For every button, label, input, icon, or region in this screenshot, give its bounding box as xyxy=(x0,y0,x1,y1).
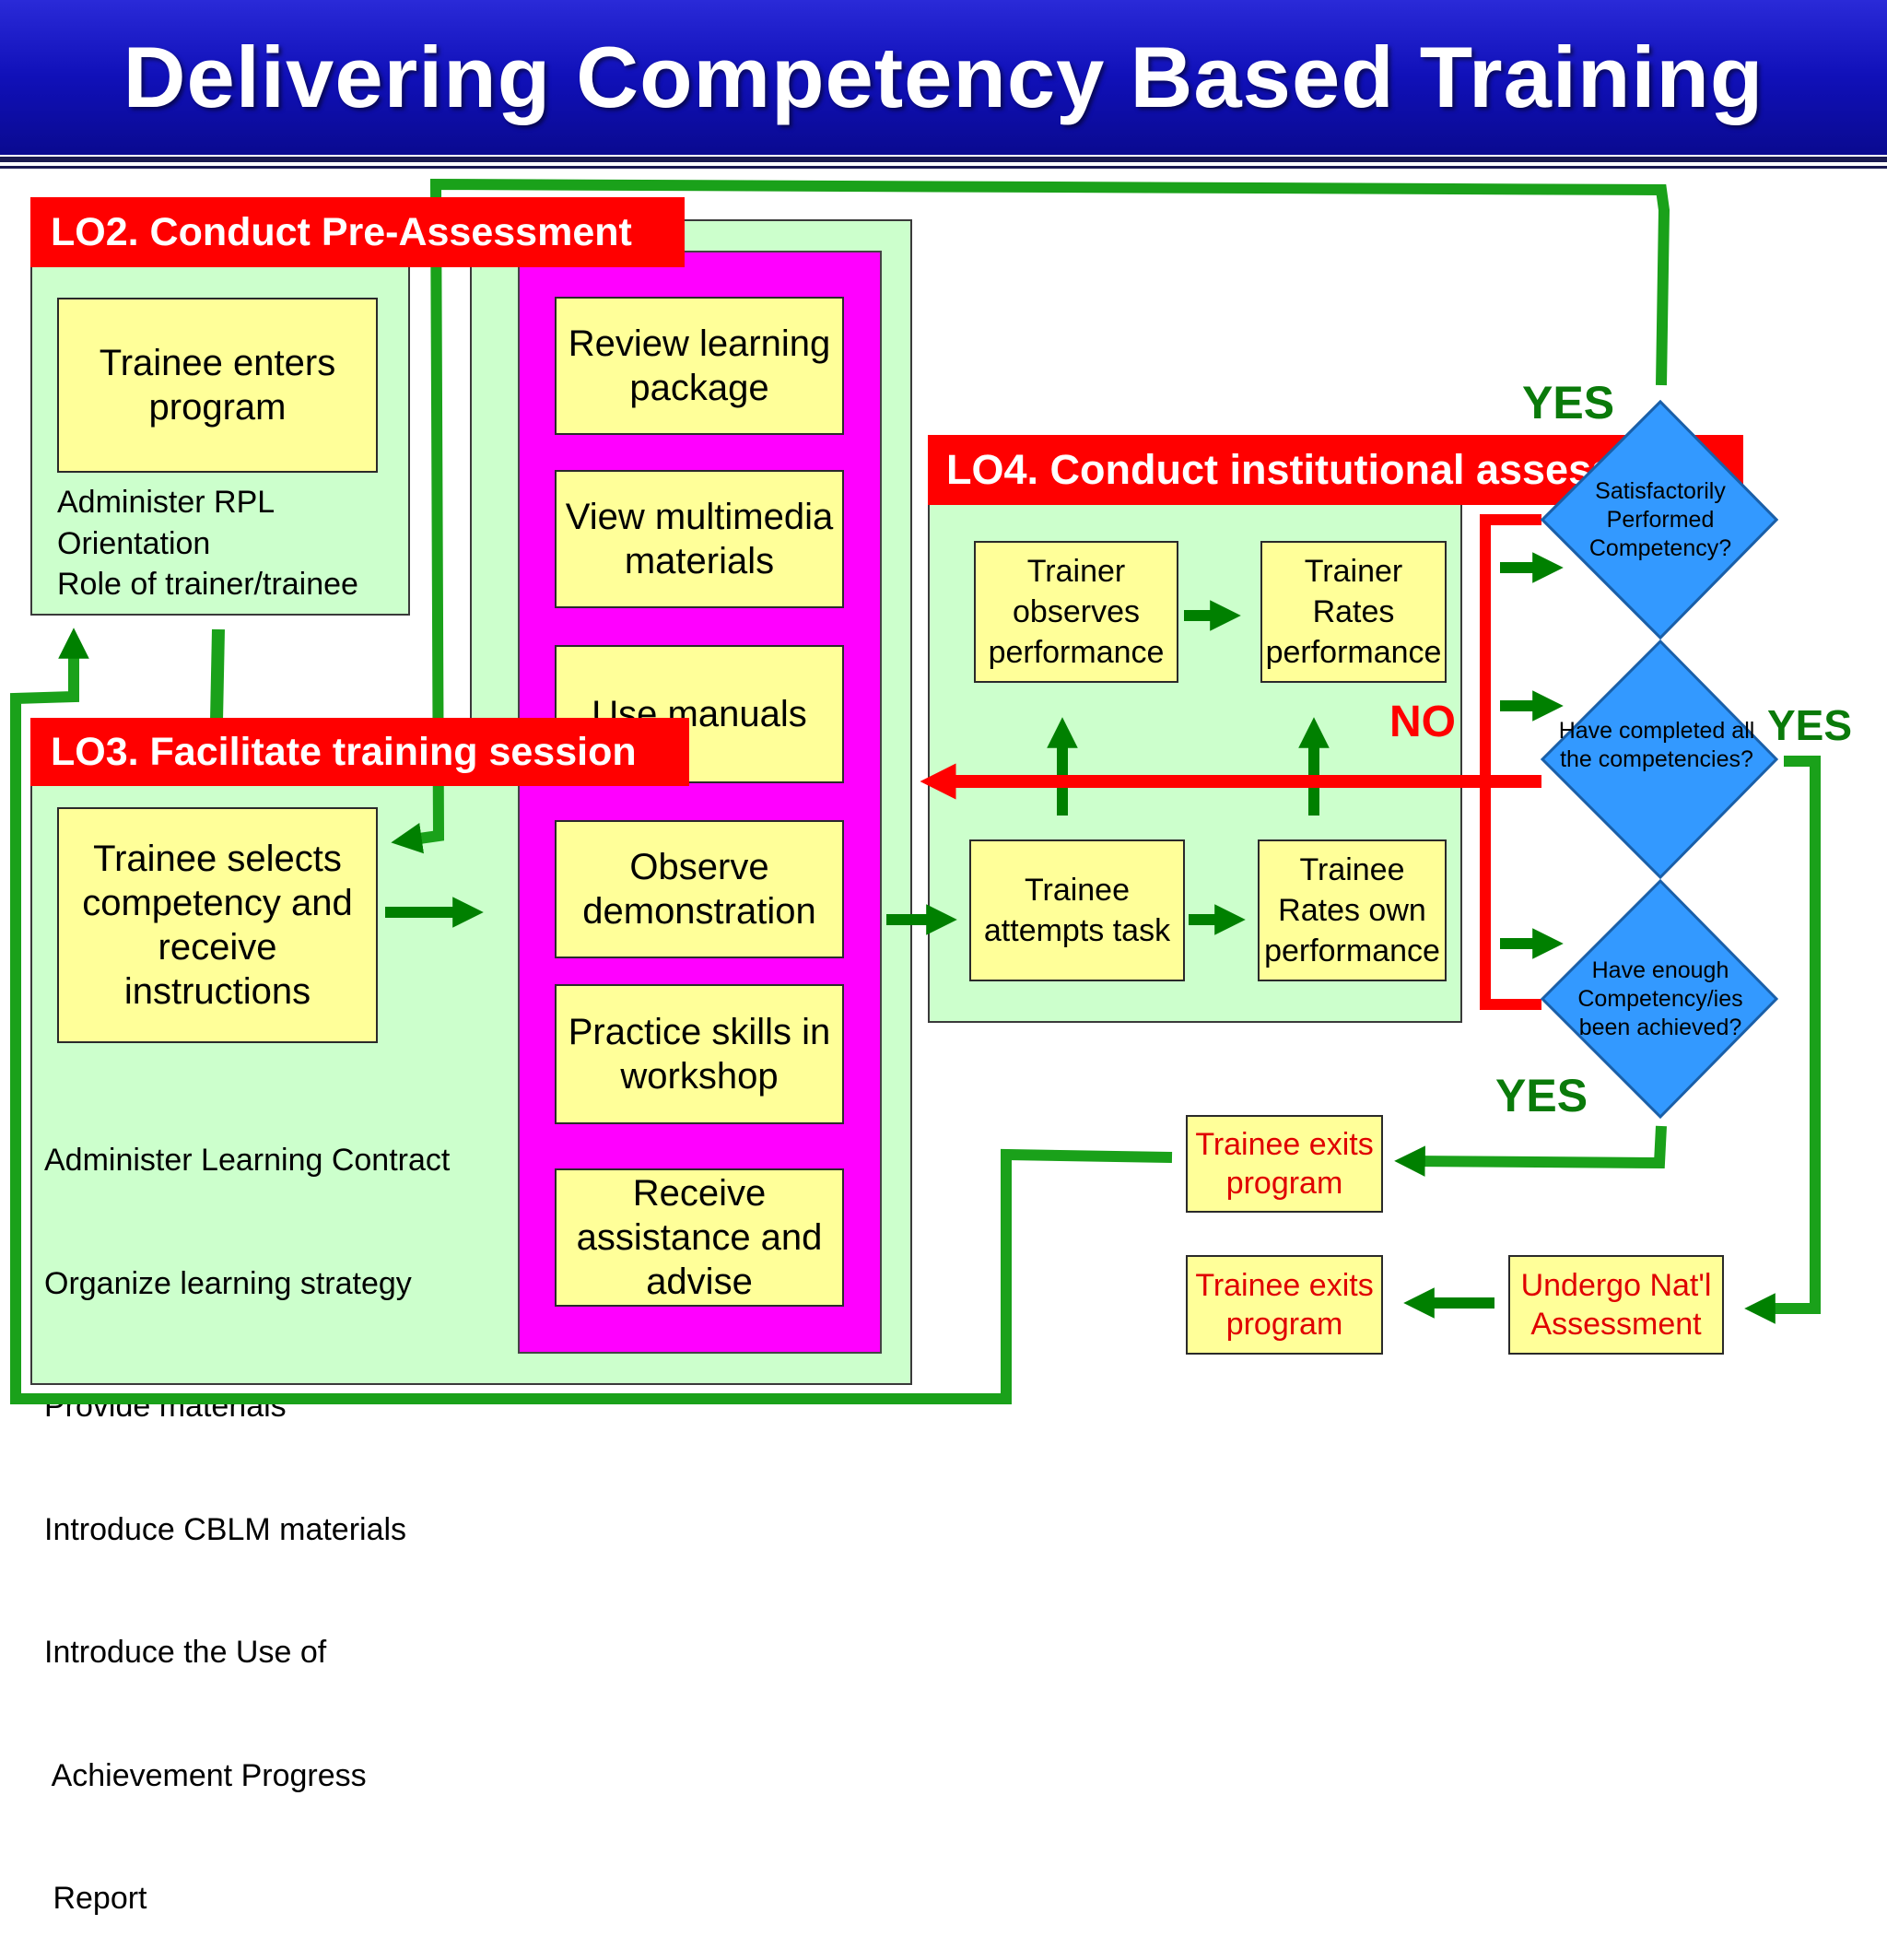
lo2-notes: Administer RPL Orientation Role of train… xyxy=(57,482,358,605)
outer-loop-line xyxy=(10,628,1173,1404)
decision-diamond-enough xyxy=(1540,878,1779,1120)
yes-label-bottom: YES xyxy=(1495,1070,1588,1121)
national-assessment-box: Undergo Nat'l Assessment xyxy=(1508,1255,1724,1355)
decision-diamond-all-completed xyxy=(1540,639,1779,880)
learning-step-multimedia: View multimedia materials xyxy=(555,470,844,608)
decision-enough-text: Have enough Competency/ies been achieved… xyxy=(1577,957,1743,1040)
lo2-note: Role of trainer/trainee xyxy=(57,567,358,602)
yes-label-right: YES xyxy=(1767,701,1853,749)
learning-step-demonstration: Observe demonstration xyxy=(555,820,844,958)
lo2-note: Administer RPL xyxy=(57,485,275,520)
lo2-note: Orientation xyxy=(57,525,211,561)
trainee-enters-program-box: Trainee enters program xyxy=(57,298,378,473)
decision-diamond-satisfactory-top xyxy=(1540,399,1779,640)
trainee-rates-own-box: Trainee Rates own performance xyxy=(1258,839,1447,981)
learning-step-review: Review learning package xyxy=(555,297,844,435)
trainee-attempts-box: Trainee attempts task xyxy=(969,839,1185,981)
lo2-lo3-connector xyxy=(210,628,225,722)
no-label: NO xyxy=(1389,698,1456,746)
decision-all-completed-text: Have completed all the competencies? xyxy=(1558,718,1755,772)
yes-national-line xyxy=(1744,756,1821,1324)
title-banner xyxy=(0,0,1887,155)
lo3-label: LO3. Facilitate training session xyxy=(30,718,689,786)
lo3-note: Organize learning strategy xyxy=(44,1265,412,1301)
lo3-note: Administer Learning Contract xyxy=(44,1143,451,1178)
yes-exit-line xyxy=(1394,1125,1667,1177)
lo3-note: Achievement Progress xyxy=(44,1757,367,1793)
lo3-note: Report xyxy=(44,1881,147,1916)
no-bracket xyxy=(1480,514,1541,1010)
slide-title: Delivering Competency Based Training xyxy=(123,29,1764,125)
trainee-selects-competency-box: Trainee selects competency and receive i… xyxy=(57,807,378,1043)
decision-satisfactory-text: Satisfactorily Performed Competency? xyxy=(1588,478,1732,561)
loop-back-line xyxy=(391,178,1670,854)
banner-rule-thin xyxy=(0,166,1887,169)
learning-step-practice: Practice skills in workshop xyxy=(555,984,844,1124)
trainee-exits-box-2: Trainee exits program xyxy=(1186,1255,1383,1355)
learning-step-assistance: Receive assistance and advise xyxy=(555,1168,844,1307)
lo2-label: LO2. Conduct Pre-Assessment xyxy=(30,197,685,267)
trainer-rates-box: Trainer Rates performance xyxy=(1260,541,1447,683)
trainee-exits-box-1: Trainee exits program xyxy=(1186,1115,1383,1213)
lo3-note: Introduce the Use of xyxy=(44,1635,327,1670)
diamond-overlay xyxy=(1540,399,1779,640)
trainer-observes-box: Trainer observes performance xyxy=(974,541,1178,683)
yes-label-top: YES xyxy=(1522,377,1615,428)
lo3-note: Introduce CBLM materials xyxy=(44,1511,407,1547)
banner-rule xyxy=(0,157,1887,162)
